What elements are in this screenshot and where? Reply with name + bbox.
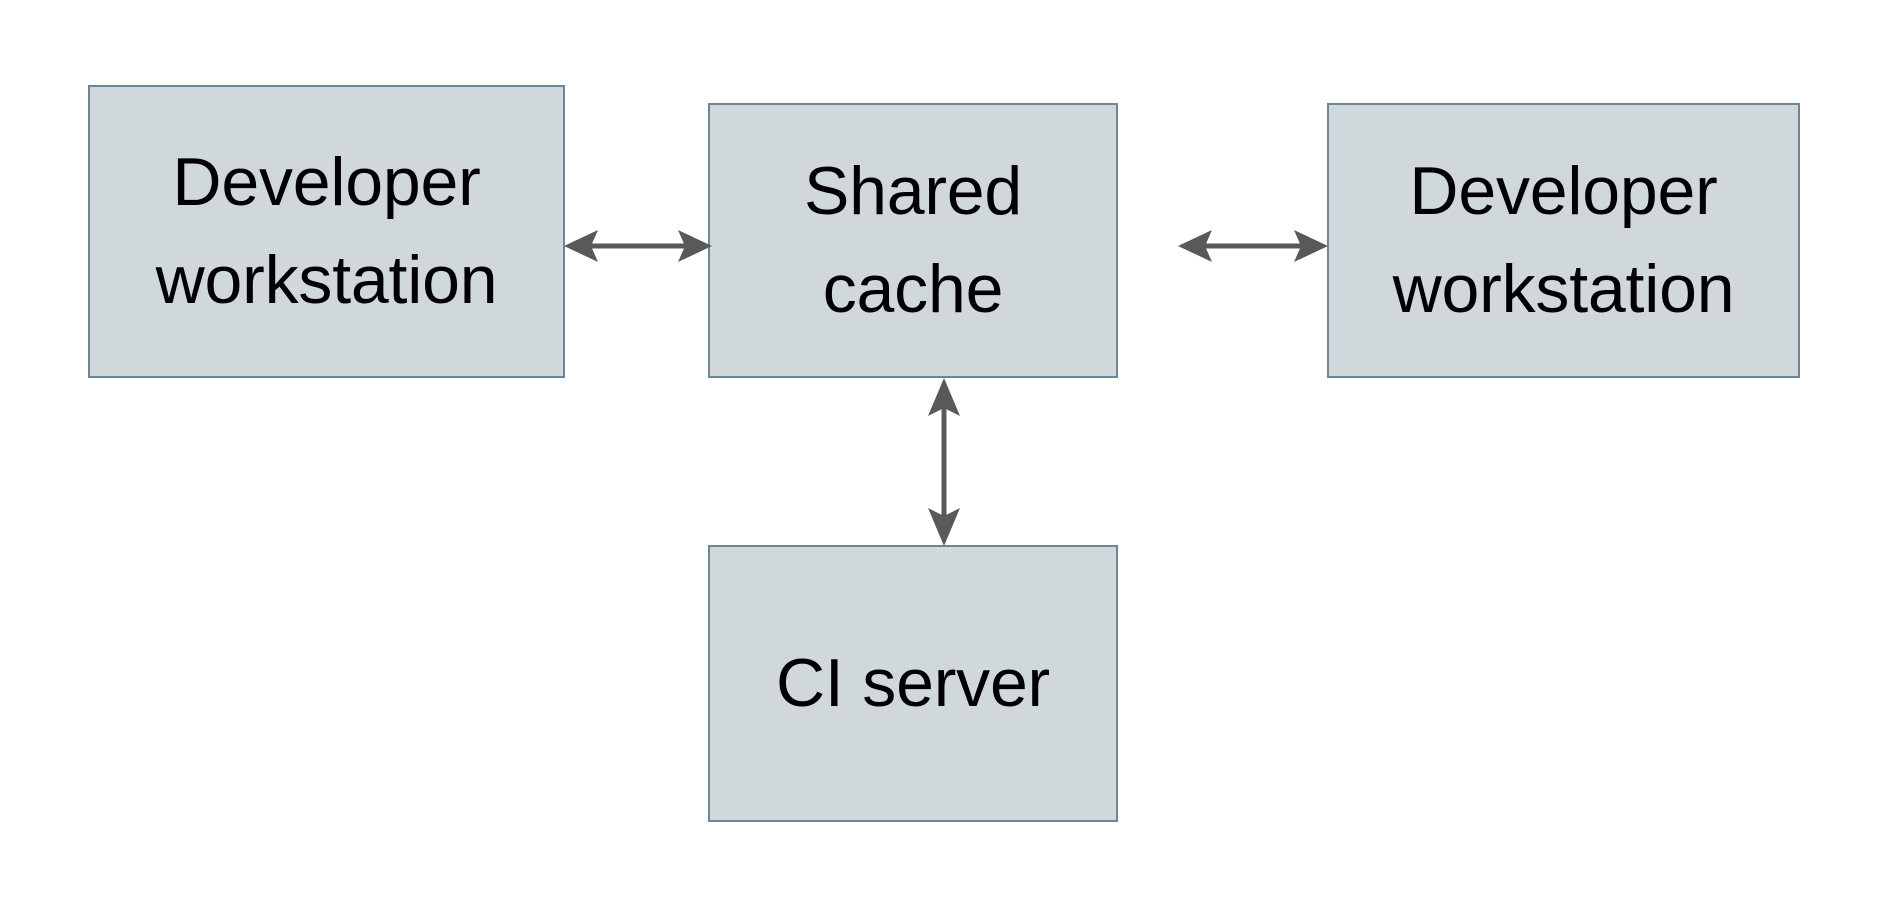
edge-shared-cache-to-developer-right xyxy=(1172,215,1334,277)
edge-shared-cache-to-ci-server xyxy=(913,372,975,552)
edge-developer-left-to-shared-cache xyxy=(558,215,718,277)
node-developer-workstation-left[interactable]: Developer workstation xyxy=(88,85,565,378)
node-label: Developer workstation xyxy=(1392,152,1735,327)
node-shared-cache[interactable]: Shared cache xyxy=(708,103,1118,378)
node-developer-workstation-right[interactable]: Developer workstation xyxy=(1327,103,1800,378)
node-label: Shared cache xyxy=(803,152,1023,327)
node-label: Developer workstation xyxy=(155,143,498,318)
double-arrow-vertical-icon xyxy=(928,378,960,546)
double-arrow-horizontal-icon xyxy=(564,230,712,262)
node-label: CI server xyxy=(775,644,1051,721)
node-ci-server[interactable]: CI server xyxy=(708,545,1118,822)
double-arrow-horizontal-icon xyxy=(1178,230,1328,262)
